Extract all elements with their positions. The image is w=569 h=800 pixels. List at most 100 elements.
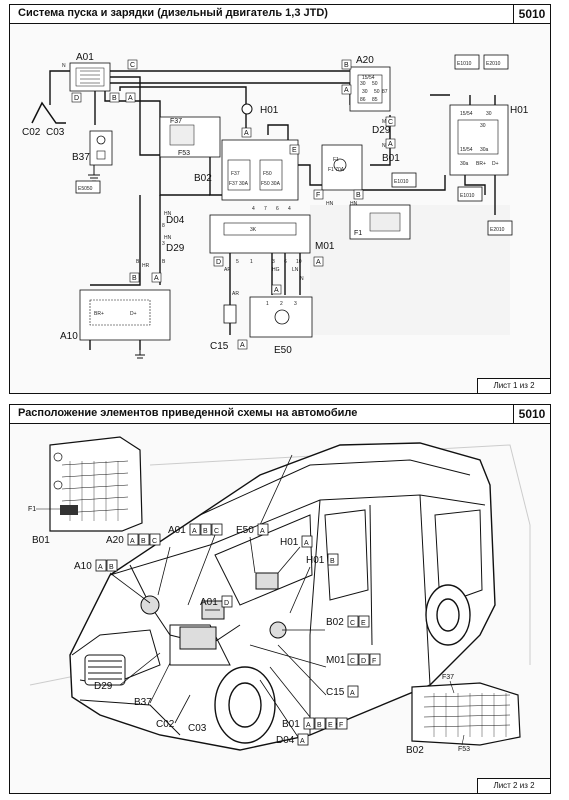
callout-letter: A (192, 528, 197, 535)
callout-letter: F (372, 658, 376, 665)
connector-letter: D (74, 95, 79, 102)
pin-number: B (162, 259, 166, 265)
inset-label-b01: B01 (32, 535, 50, 546)
callout-letter-box (95, 559, 107, 572)
pin-number: 1 (250, 259, 253, 265)
box-label: 30 (480, 123, 486, 129)
wire-code: HN (350, 201, 358, 207)
connector-letter: A (128, 95, 133, 102)
fuse-f1-small: F1 (333, 157, 339, 163)
component-d29-top: D29 (372, 125, 391, 136)
callout-c02: C02 (156, 719, 175, 730)
box-label: 15/54 (362, 75, 375, 81)
component-e50: E50 (274, 345, 292, 356)
callout-a01: A01 (168, 525, 186, 536)
ground-label: E2010 (486, 61, 501, 67)
pin-number: 4 (288, 206, 291, 212)
component-b02: B02 (194, 173, 212, 184)
connector-letter: A (240, 342, 245, 349)
callout-c15: C15 (326, 687, 345, 698)
pin-number: D+ (492, 161, 499, 167)
inset-label-f53: F53 (458, 746, 470, 753)
callout-a20: A20 (106, 535, 124, 546)
sheet-footer: Лист 1 из 2 (477, 378, 550, 393)
pin-number: 3 (162, 241, 165, 247)
ground-label: E1010 (457, 61, 472, 67)
callout-letter-box (325, 717, 337, 730)
box-label: 30a (480, 147, 489, 153)
callout-letter-box (336, 717, 348, 730)
callout-letter-box (358, 615, 370, 628)
box-label: D+ (130, 311, 137, 317)
pin-number: 1 (266, 301, 269, 307)
wiring-diagram-sheet: Система пуска и зарядки (дизельный двига… (9, 4, 551, 394)
pin-number: 8 (162, 223, 165, 229)
component-f53: F53 (178, 150, 190, 157)
pin-number: 30a (460, 161, 469, 167)
connector-letter: A (316, 259, 321, 266)
wire-code: HN (164, 211, 172, 217)
box-label: F37 30A (229, 181, 249, 187)
pin-number: 30 (486, 111, 492, 117)
callout-letter-box (347, 685, 359, 698)
pin-number: 2 (280, 301, 283, 307)
connector-letter: A (344, 87, 349, 94)
callout-letter-box (189, 523, 201, 536)
pin-number: 5 (236, 259, 239, 265)
ground-label: E2010 (490, 227, 505, 233)
connector-letter: D (216, 259, 221, 266)
component-h01-top: H01 (260, 105, 279, 116)
ground-label: E1010 (394, 179, 409, 185)
callout-letter-box (211, 523, 223, 536)
sheet-code: 5010 (513, 5, 550, 23)
callout-letter: D (224, 600, 229, 607)
fuse-f37-small: F37 (231, 171, 240, 177)
connector-letter: A (244, 130, 249, 137)
callout-a10: A10 (74, 561, 92, 572)
callout-letter-box (347, 615, 359, 628)
callout-letter-box (327, 553, 339, 566)
wire-code: M (382, 119, 386, 125)
callout-letter-box (297, 733, 309, 746)
callout-b02: B02 (326, 617, 344, 628)
callout-d29: D29 (94, 681, 113, 692)
sheet-title: Расположение элементов приведенной схемы… (18, 407, 358, 419)
callout-letter: B (203, 528, 208, 535)
wire-code: N (300, 276, 304, 282)
callout-b37: B37 (134, 697, 152, 708)
component-d29-left: D29 (166, 243, 185, 254)
box-label: 30 (362, 89, 368, 95)
connector-letter: A (154, 275, 159, 282)
wire-code: AR (232, 291, 239, 297)
component-a10: A10 (60, 331, 78, 342)
component-f37: F37 (170, 118, 182, 125)
wire-code: HG (272, 267, 280, 273)
callout-letter: E (328, 722, 333, 729)
connector-letter: C (388, 119, 393, 126)
callout-letter-box (149, 533, 161, 546)
component-location-sheet: Расположение элементов приведенной схемы… (9, 404, 551, 794)
callout-letter: C (350, 658, 355, 665)
box-label: F50 30A (261, 181, 281, 187)
callout-letter-box (303, 717, 315, 730)
callout-letter: A (350, 690, 355, 697)
callout-letter-box (347, 653, 359, 666)
callout-e50: E50 (236, 525, 254, 536)
component-b01: B01 (382, 153, 400, 164)
pin-number: BR+ (476, 161, 486, 167)
pin-number: 50 (372, 81, 378, 87)
callout-h01: H01 (280, 537, 299, 548)
wire-code: AR (224, 267, 231, 273)
connector-letter: E (292, 147, 297, 154)
connector-letter: B (112, 95, 117, 102)
box-label: 50 (374, 89, 380, 95)
box-label: 15/54 (460, 147, 473, 153)
callout-letter-box (257, 523, 269, 536)
connector-letter: B (344, 62, 349, 69)
callout-letter-box (301, 535, 313, 548)
callout-letter: F (339, 722, 343, 729)
callout-letter: C (350, 620, 355, 627)
pin-number: 4 (252, 206, 255, 212)
wire-code: HN (164, 235, 172, 241)
callout-b01: B01 (282, 719, 300, 730)
